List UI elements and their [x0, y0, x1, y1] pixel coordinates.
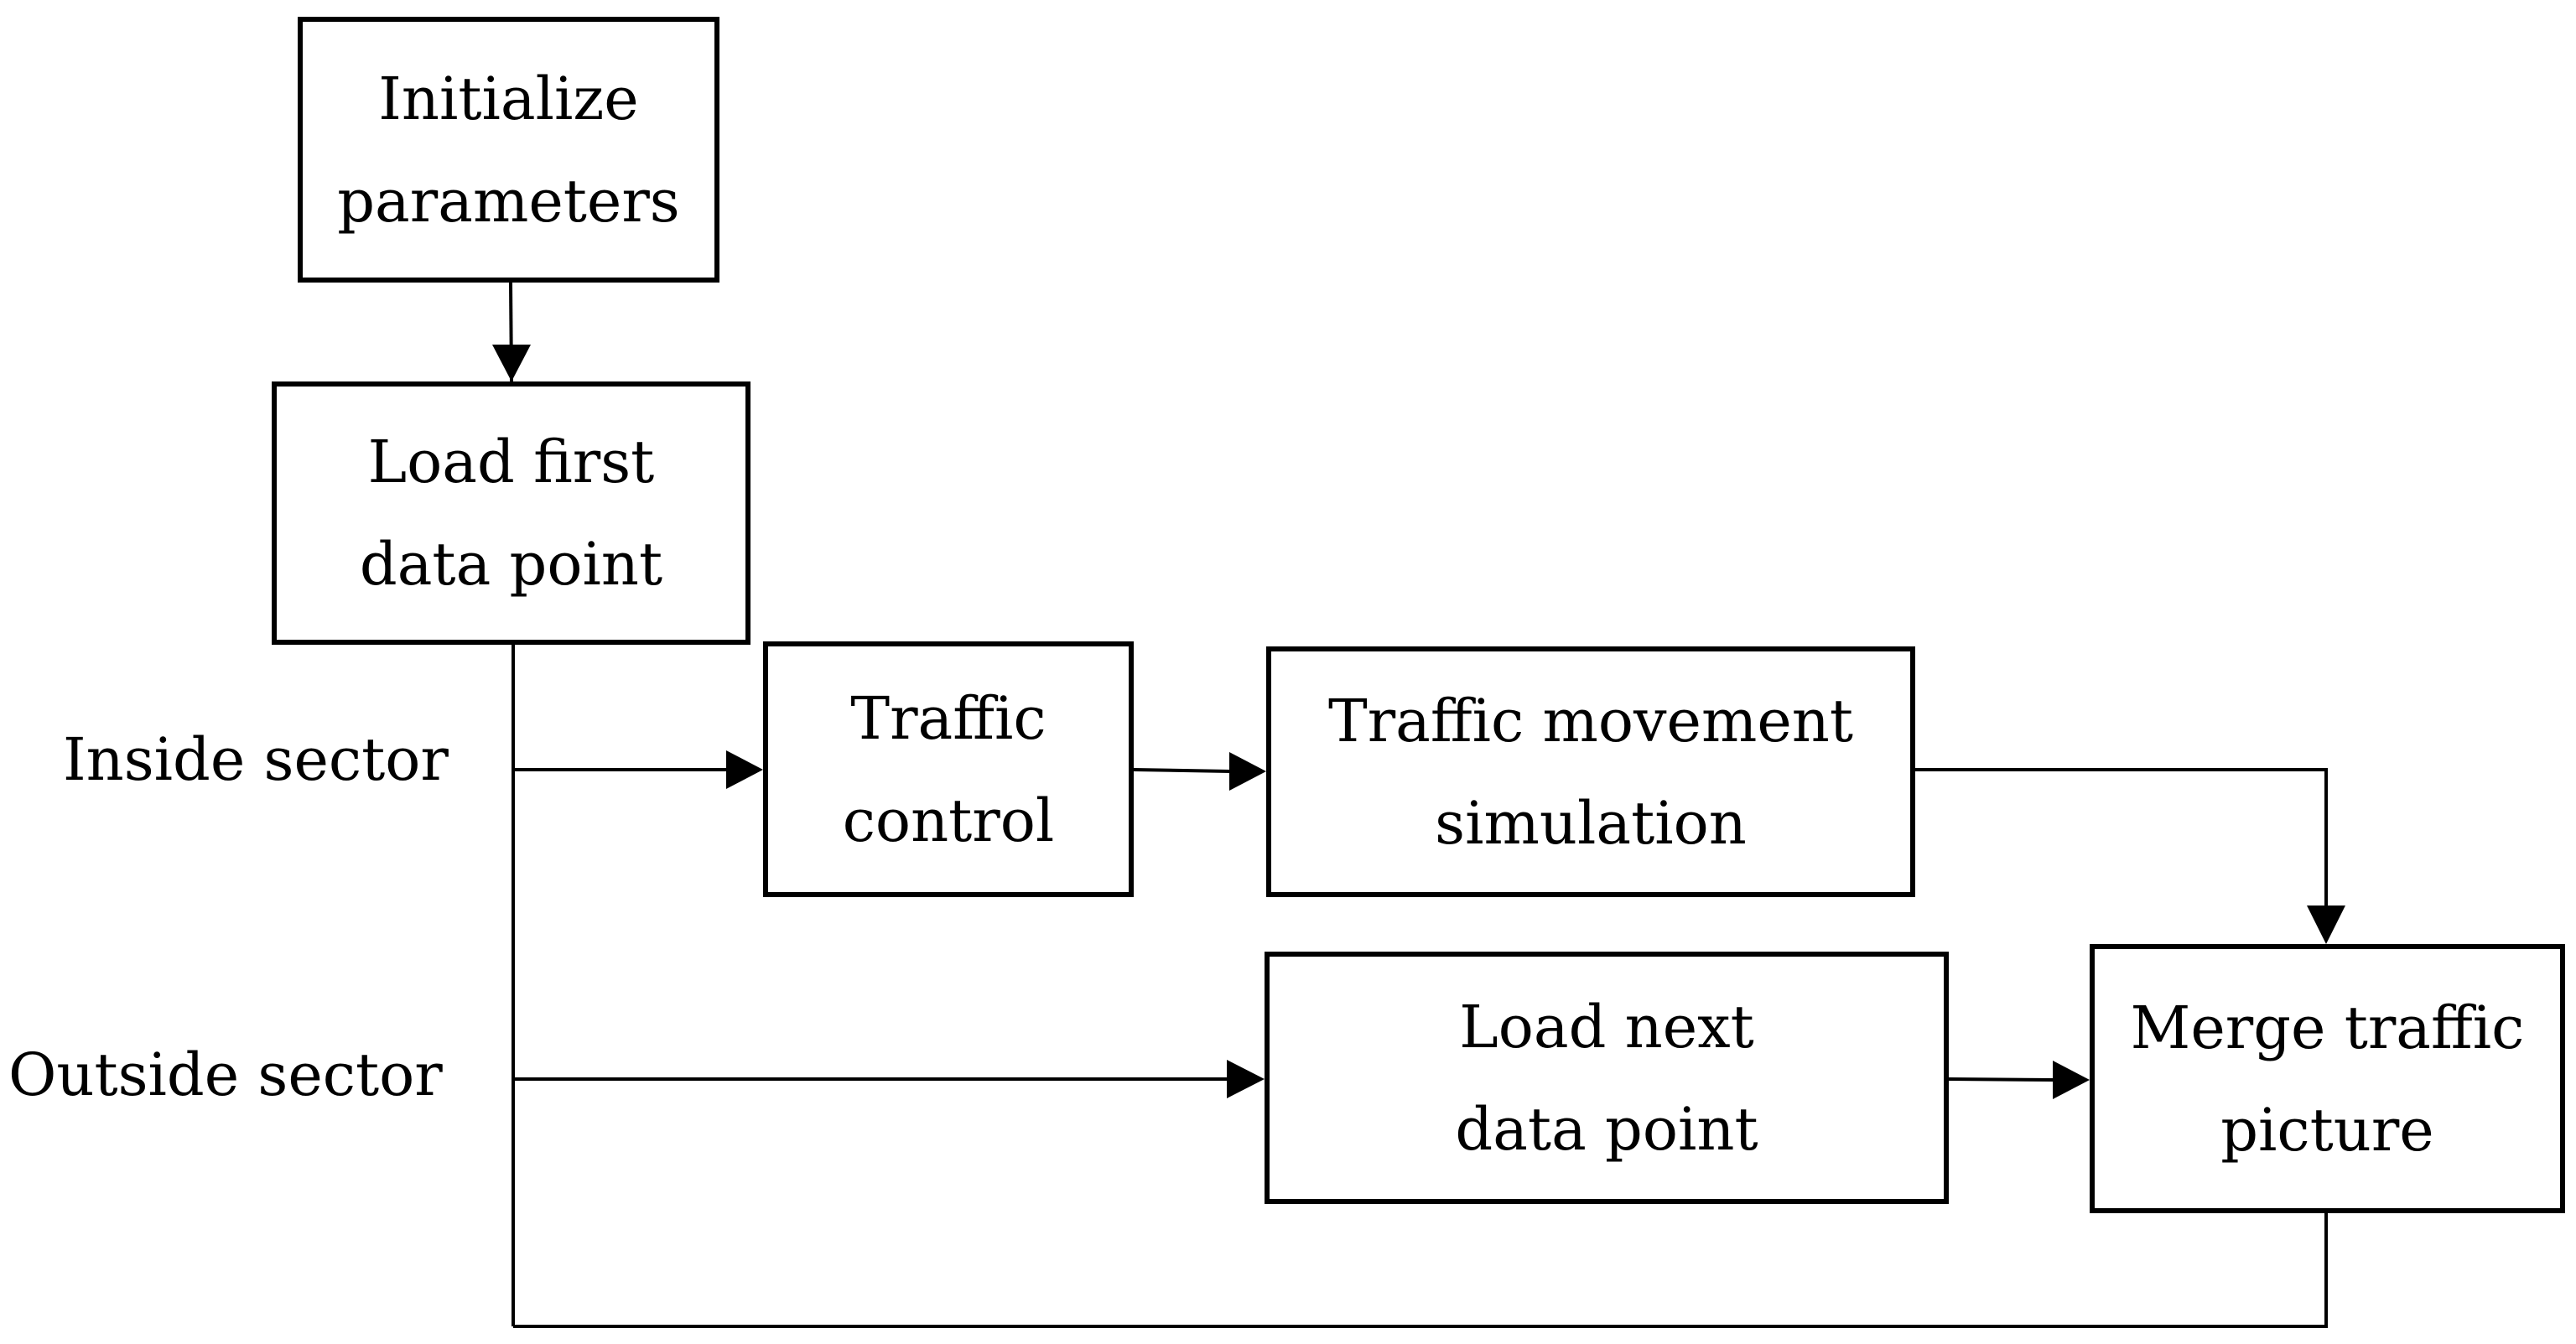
node-load-next-line1: Load next [1459, 992, 1754, 1061]
node-traffic-control-line2: control [842, 786, 1055, 855]
node-merge-line1: Merge traffic [2130, 993, 2525, 1062]
node-initialize-line1: Initialize [378, 64, 639, 133]
node-traffic-control: Traffic control [763, 641, 1134, 897]
node-merge-line2: picture [2220, 1095, 2434, 1165]
label-inside-sector: Inside sector [63, 725, 449, 794]
node-load-first-line1: Load first [367, 428, 655, 496]
node-load-next-line2: data point [1455, 1094, 1758, 1164]
edge-traffic-control-to-movement [1133, 768, 1232, 773]
node-traffic-movement-simulation: Traffic movement simulation [1266, 646, 1915, 897]
edge-movement-to-merge [1915, 768, 2328, 907]
node-load-first-line2: data point [359, 530, 663, 599]
node-initialize-parameters: Initialize parameters [298, 17, 719, 283]
node-load-next-data-point: Load next data point [1265, 952, 1949, 1204]
node-traffic-movement-line2: simulation [1435, 788, 1747, 858]
node-traffic-control-line1: Traffic [850, 683, 1046, 753]
edge-merge-loop-back [513, 1213, 2328, 1328]
node-initialize-line2: parameters [337, 166, 680, 236]
edge-load-next-to-merge [1948, 1077, 2055, 1082]
node-merge-traffic-picture: Merge traffic picture [2090, 944, 2565, 1213]
node-load-first-data-point: Load first data point [272, 381, 750, 645]
label-outside-sector: Outside sector [8, 1040, 443, 1109]
node-traffic-movement-line1: Traffic movement [1328, 686, 1853, 755]
